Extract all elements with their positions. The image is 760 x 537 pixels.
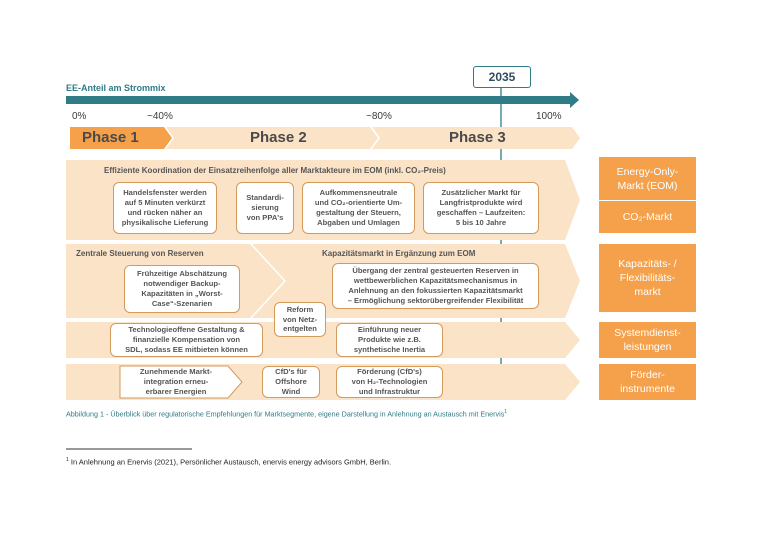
synthetic-inertia-card: Einführung neuer Produkte wie z.B. synth… [336,323,443,357]
phase-2-chevron [166,127,378,149]
footnote-text: In Anlehnung an Enervis (2021), Persönli… [70,457,392,467]
ppa-standardization-card: Standardi- sierung von PPA's [236,182,294,234]
phase-3-chevron [372,127,580,149]
tax-reform-card: Aufkommensneutrale und CO₂-orientierte U… [302,182,415,234]
grid-fee-reform-card: Reform von Netz- entgelten [274,302,326,337]
capacity-market-title: Kapazitätsmarkt in Ergänzung zum EOM [322,249,476,258]
eom-lane-title: Effiziente Koordination der Einsatzreihe… [104,166,446,175]
side-label-funding: Förder- instrumente [599,364,696,400]
tick-0-percent: 0% [72,111,87,122]
phase-1-label: Phase 1 [82,129,139,146]
side-label-eom: Energy-Only- Markt (EOM) [599,157,696,200]
tick-80-percent: ~80% [366,111,392,122]
backup-capacity-card: Frühzeitige Abschätzung notwendiger Back… [124,265,240,313]
side-label-system-services: Systemdienst- leistungen [599,322,696,358]
market-integration-card-shape [119,365,243,399]
year-2035-label: 2035 [473,66,531,88]
timeline-arrow [66,92,579,108]
side-label-co2: CO₂-Markt [599,201,696,233]
market-integration-card: Zunehmende Markt- integration erneu- erb… [139,367,213,396]
side-label-capacity: Kapazitäts- / Flexibilitäts- markt [599,244,696,312]
figure-caption: Abbildung 1 - Überblick über regulatoris… [66,409,507,418]
trading-window-card: Handelsfenster werden auf 5 Minuten verk… [113,182,217,234]
central-reserves-title: Zentrale Steuerung von Reserven [76,249,204,258]
axis-title: EE-Anteil am Strommix [66,83,166,93]
phase-1-chevron [70,127,172,149]
footnote: 1 In Anlehnung an Enervis (2021), Persön… [66,457,391,467]
offshore-cfd-card: CfD's für Offshore Wind [262,366,320,398]
caption-footnote-ref: 1 [504,409,508,415]
phase-2-label: Phase 2 [250,129,307,146]
tick-40-percent: ~40% [147,111,173,122]
capacity-transition-card: Übergang der zentral gesteuerten Reserve… [332,263,539,309]
long-term-market-card: Zusätzlicher Markt für Langfristprodukte… [423,182,539,234]
footnote-mark: 1 [66,457,69,463]
hydrogen-funding-card: Förderung (CfD's) von H₂-Technologien un… [336,366,443,398]
figure-caption-text: Abbildung 1 - Überblick über regulatoris… [66,409,505,419]
phase-3-label: Phase 3 [449,129,506,146]
tick-100-percent: 100% [536,111,562,122]
technology-open-sdl-card: Technologieoffene Gestaltung & finanziel… [110,323,263,357]
